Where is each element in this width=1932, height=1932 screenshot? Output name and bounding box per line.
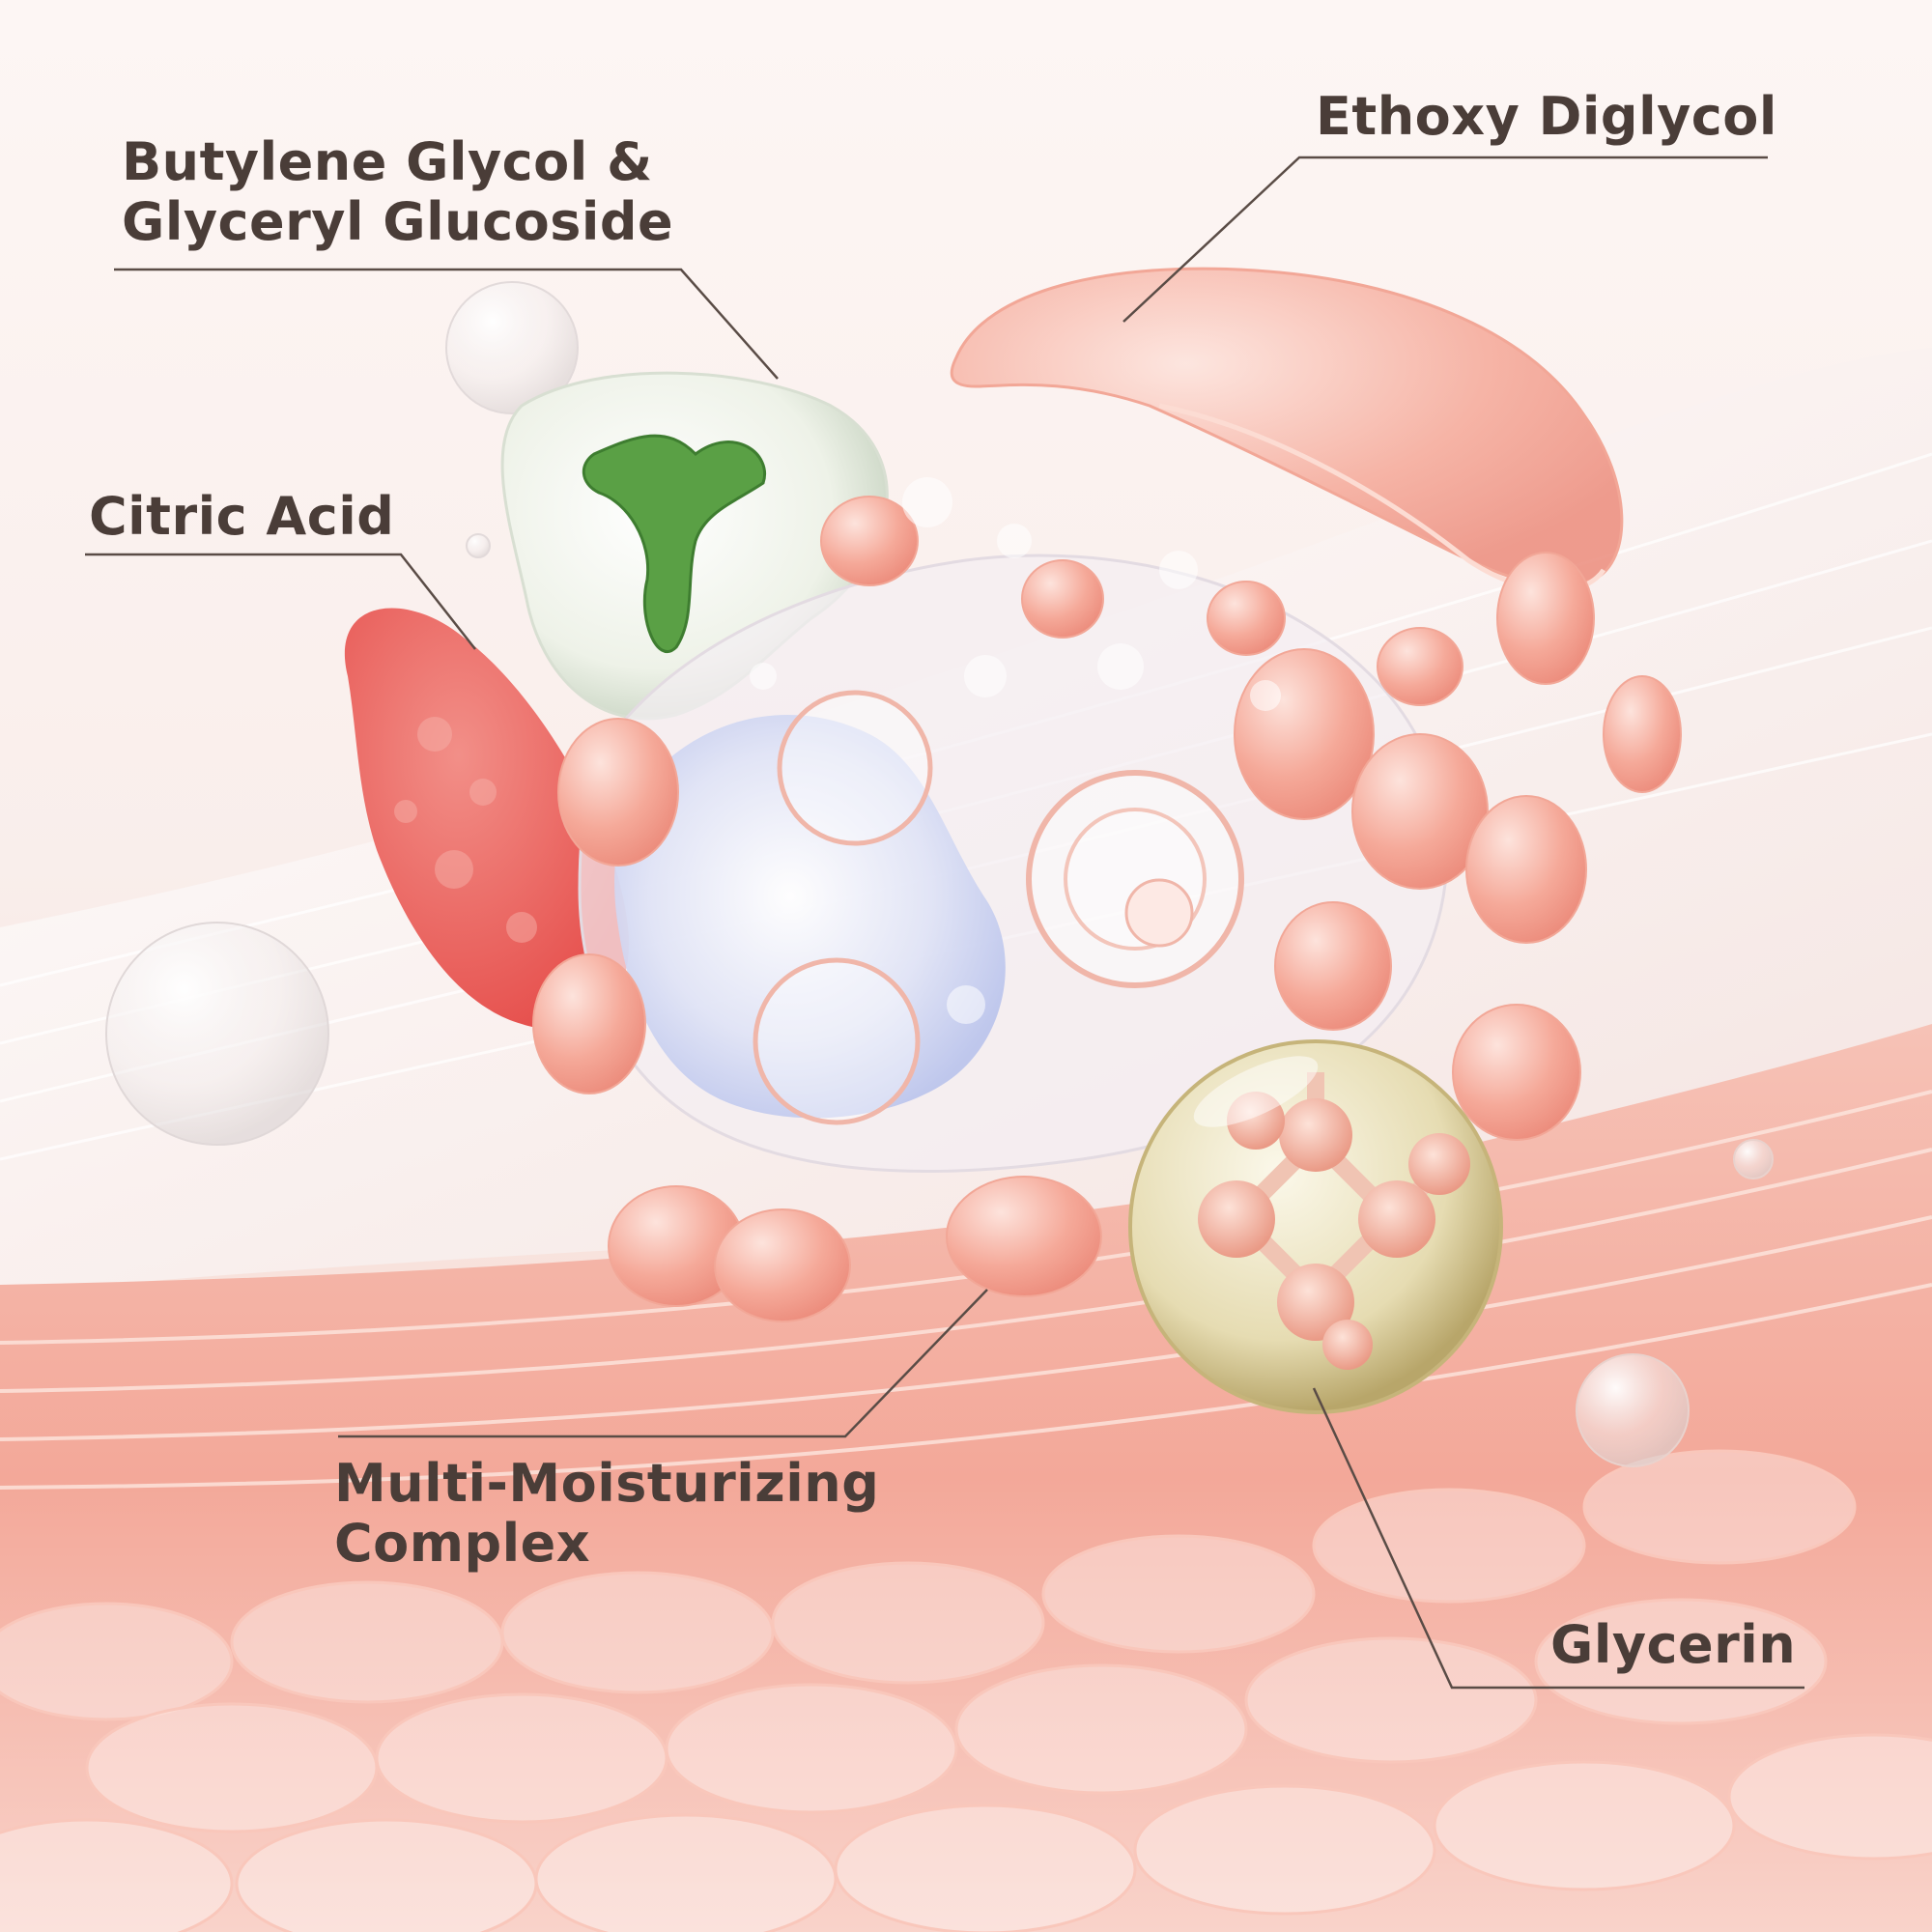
multi-moisturizing-text-line1: Multi-Moisturizing bbox=[334, 1453, 880, 1514]
butylene-glycol-text-line2: Glyceryl Glucoside bbox=[122, 191, 674, 252]
multi-moisturizing-complex-label: Multi-Moisturizing Complex bbox=[334, 1454, 879, 1574]
leader-multi bbox=[338, 1289, 988, 1438]
ethoxy-diglycol-text: Ethoxy Diglycol bbox=[1316, 86, 1777, 147]
leader-butylene bbox=[114, 268, 779, 380]
glycerin-text: Glycerin bbox=[1550, 1614, 1797, 1675]
citric-acid-label: Citric Acid bbox=[89, 487, 394, 547]
butylene-glycol-label: Butylene Glycol & Glyceryl Glucoside bbox=[122, 132, 673, 252]
citric-acid-text: Citric Acid bbox=[89, 486, 395, 547]
glycerin-label: Glycerin bbox=[1550, 1615, 1796, 1675]
leader-glycerin bbox=[1312, 1387, 1804, 1690]
leader-citric-acid bbox=[85, 553, 476, 650]
butylene-glycol-text-line1: Butylene Glycol & bbox=[122, 131, 653, 192]
leader-ethoxy-diglycol bbox=[1122, 156, 1768, 323]
ethoxy-diglycol-label: Ethoxy Diglycol bbox=[1316, 87, 1777, 147]
multi-moisturizing-text-line2: Complex bbox=[334, 1513, 591, 1574]
